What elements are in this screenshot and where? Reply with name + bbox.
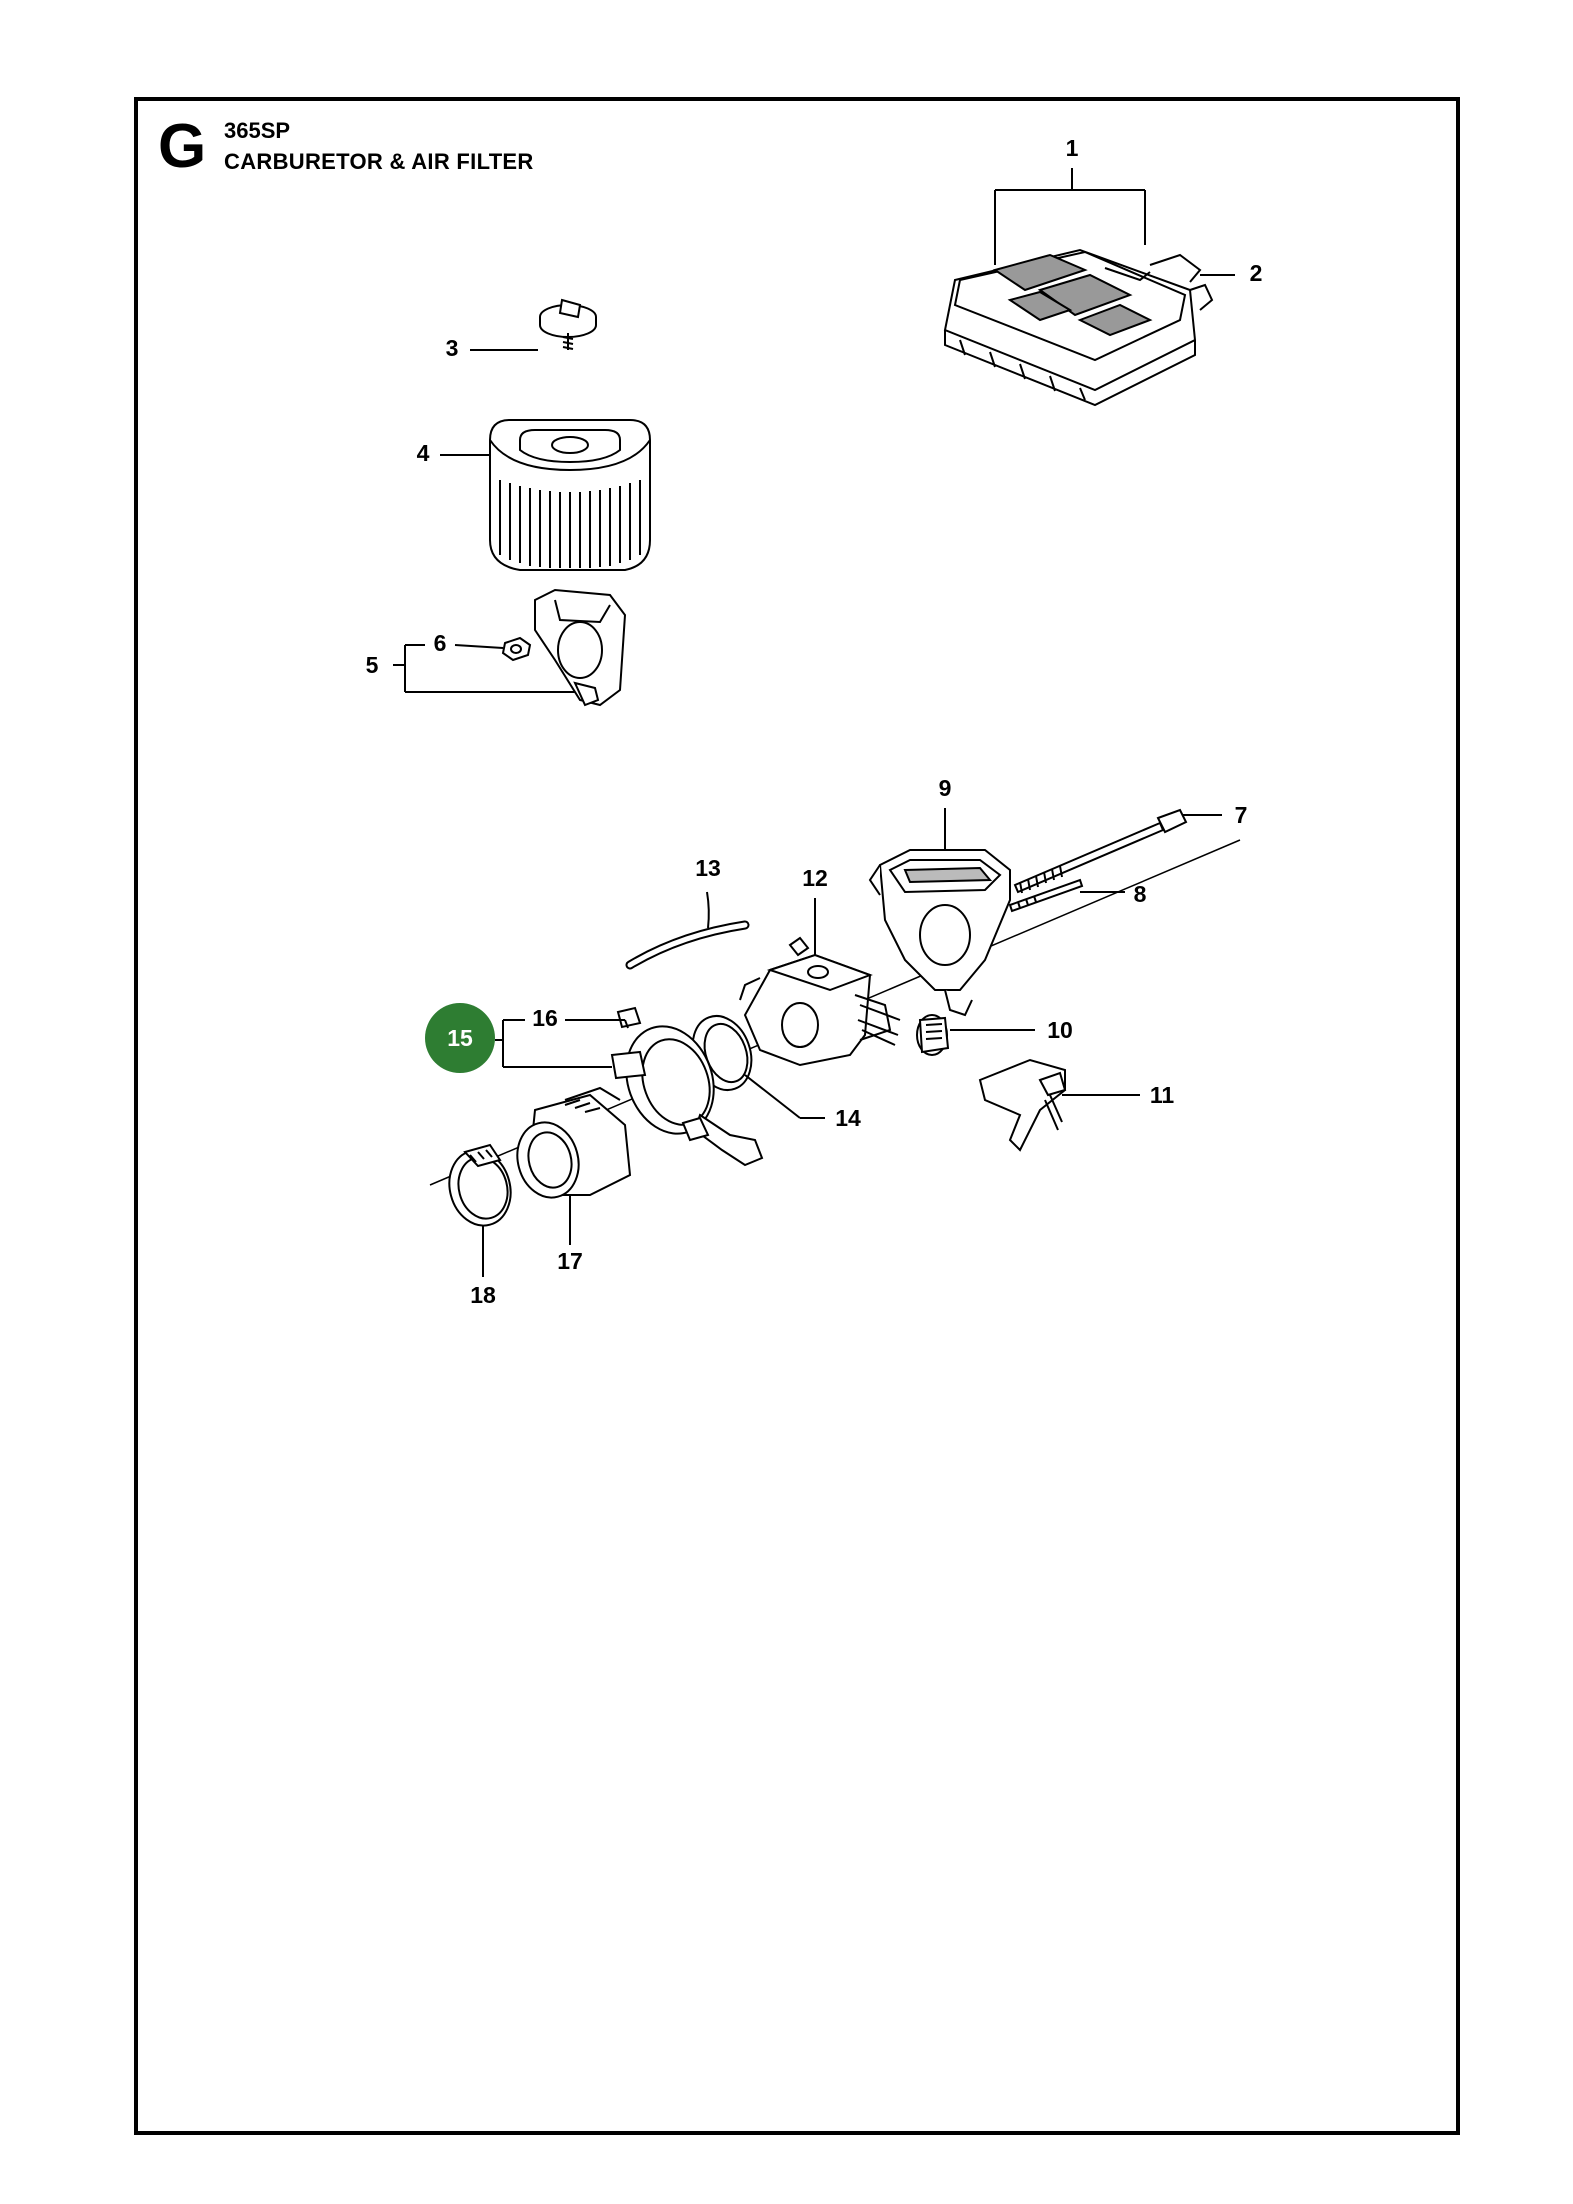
callout-label-1: 1 — [1066, 135, 1079, 161]
callout-label-10: 10 — [1047, 1017, 1073, 1043]
highlighted-part-badge: 15 — [425, 1003, 495, 1073]
hose-clamp-illustration — [448, 1143, 512, 1227]
filter-knob-illustration — [539, 298, 597, 350]
nut-illustration — [501, 636, 532, 662]
section-letter: G — [158, 112, 207, 181]
callout-label-13: 13 — [695, 855, 721, 881]
model-name: 365SP — [224, 118, 291, 143]
callout-leader-1 — [994, 168, 1146, 265]
filter-base-illustration — [534, 588, 627, 707]
air-filter-cover-illustration — [943, 248, 1214, 407]
callout-label-12: 12 — [802, 865, 828, 891]
callout-label-9: 9 — [939, 775, 952, 801]
callout-label-14: 14 — [835, 1105, 861, 1131]
page-title: CARBURETOR & AIR FILTER — [224, 149, 534, 174]
callout-label-18: 18 — [470, 1282, 496, 1308]
callout-leader-5-6 — [393, 644, 575, 693]
callout-label-7: 7 — [1235, 802, 1248, 828]
air-filter-illustration — [489, 419, 651, 571]
bolt-illustration — [1013, 808, 1188, 894]
callout-label-6: 6 — [434, 630, 447, 656]
callout-label-15: 15 — [447, 1025, 473, 1051]
page-frame — [134, 97, 1460, 2135]
callout-label-11: 11 — [1150, 1082, 1175, 1108]
callout-leader-13 — [706, 891, 710, 929]
fuel-hose-illustration — [625, 920, 750, 970]
choke-knob-illustration — [916, 1014, 950, 1056]
callout-label-16: 16 — [532, 1005, 558, 1031]
carburetor-housing-illustration — [868, 849, 1011, 1017]
callout-label-4: 4 — [417, 440, 430, 466]
highlight-circle — [425, 1003, 495, 1073]
gasket-ring-illustration — [691, 1015, 753, 1091]
callout-label-3: 3 — [446, 335, 459, 361]
intake-boot-illustration — [516, 1086, 632, 1199]
callout-label-17: 17 — [557, 1248, 583, 1274]
callout-label-2: 2 — [1250, 260, 1263, 286]
clip-illustration — [616, 1006, 642, 1029]
throttle-rod-illustration — [978, 1058, 1067, 1152]
carburetor-illustration — [739, 936, 901, 1067]
callout-leader-15-16 — [495, 1019, 629, 1068]
callout-label-8: 8 — [1134, 881, 1147, 907]
intake-adapter-illustration — [610, 1025, 764, 1167]
rod-illustration — [1008, 878, 1084, 913]
callout-leader-14 — [744, 1074, 825, 1119]
callout-label-5: 5 — [366, 652, 379, 678]
